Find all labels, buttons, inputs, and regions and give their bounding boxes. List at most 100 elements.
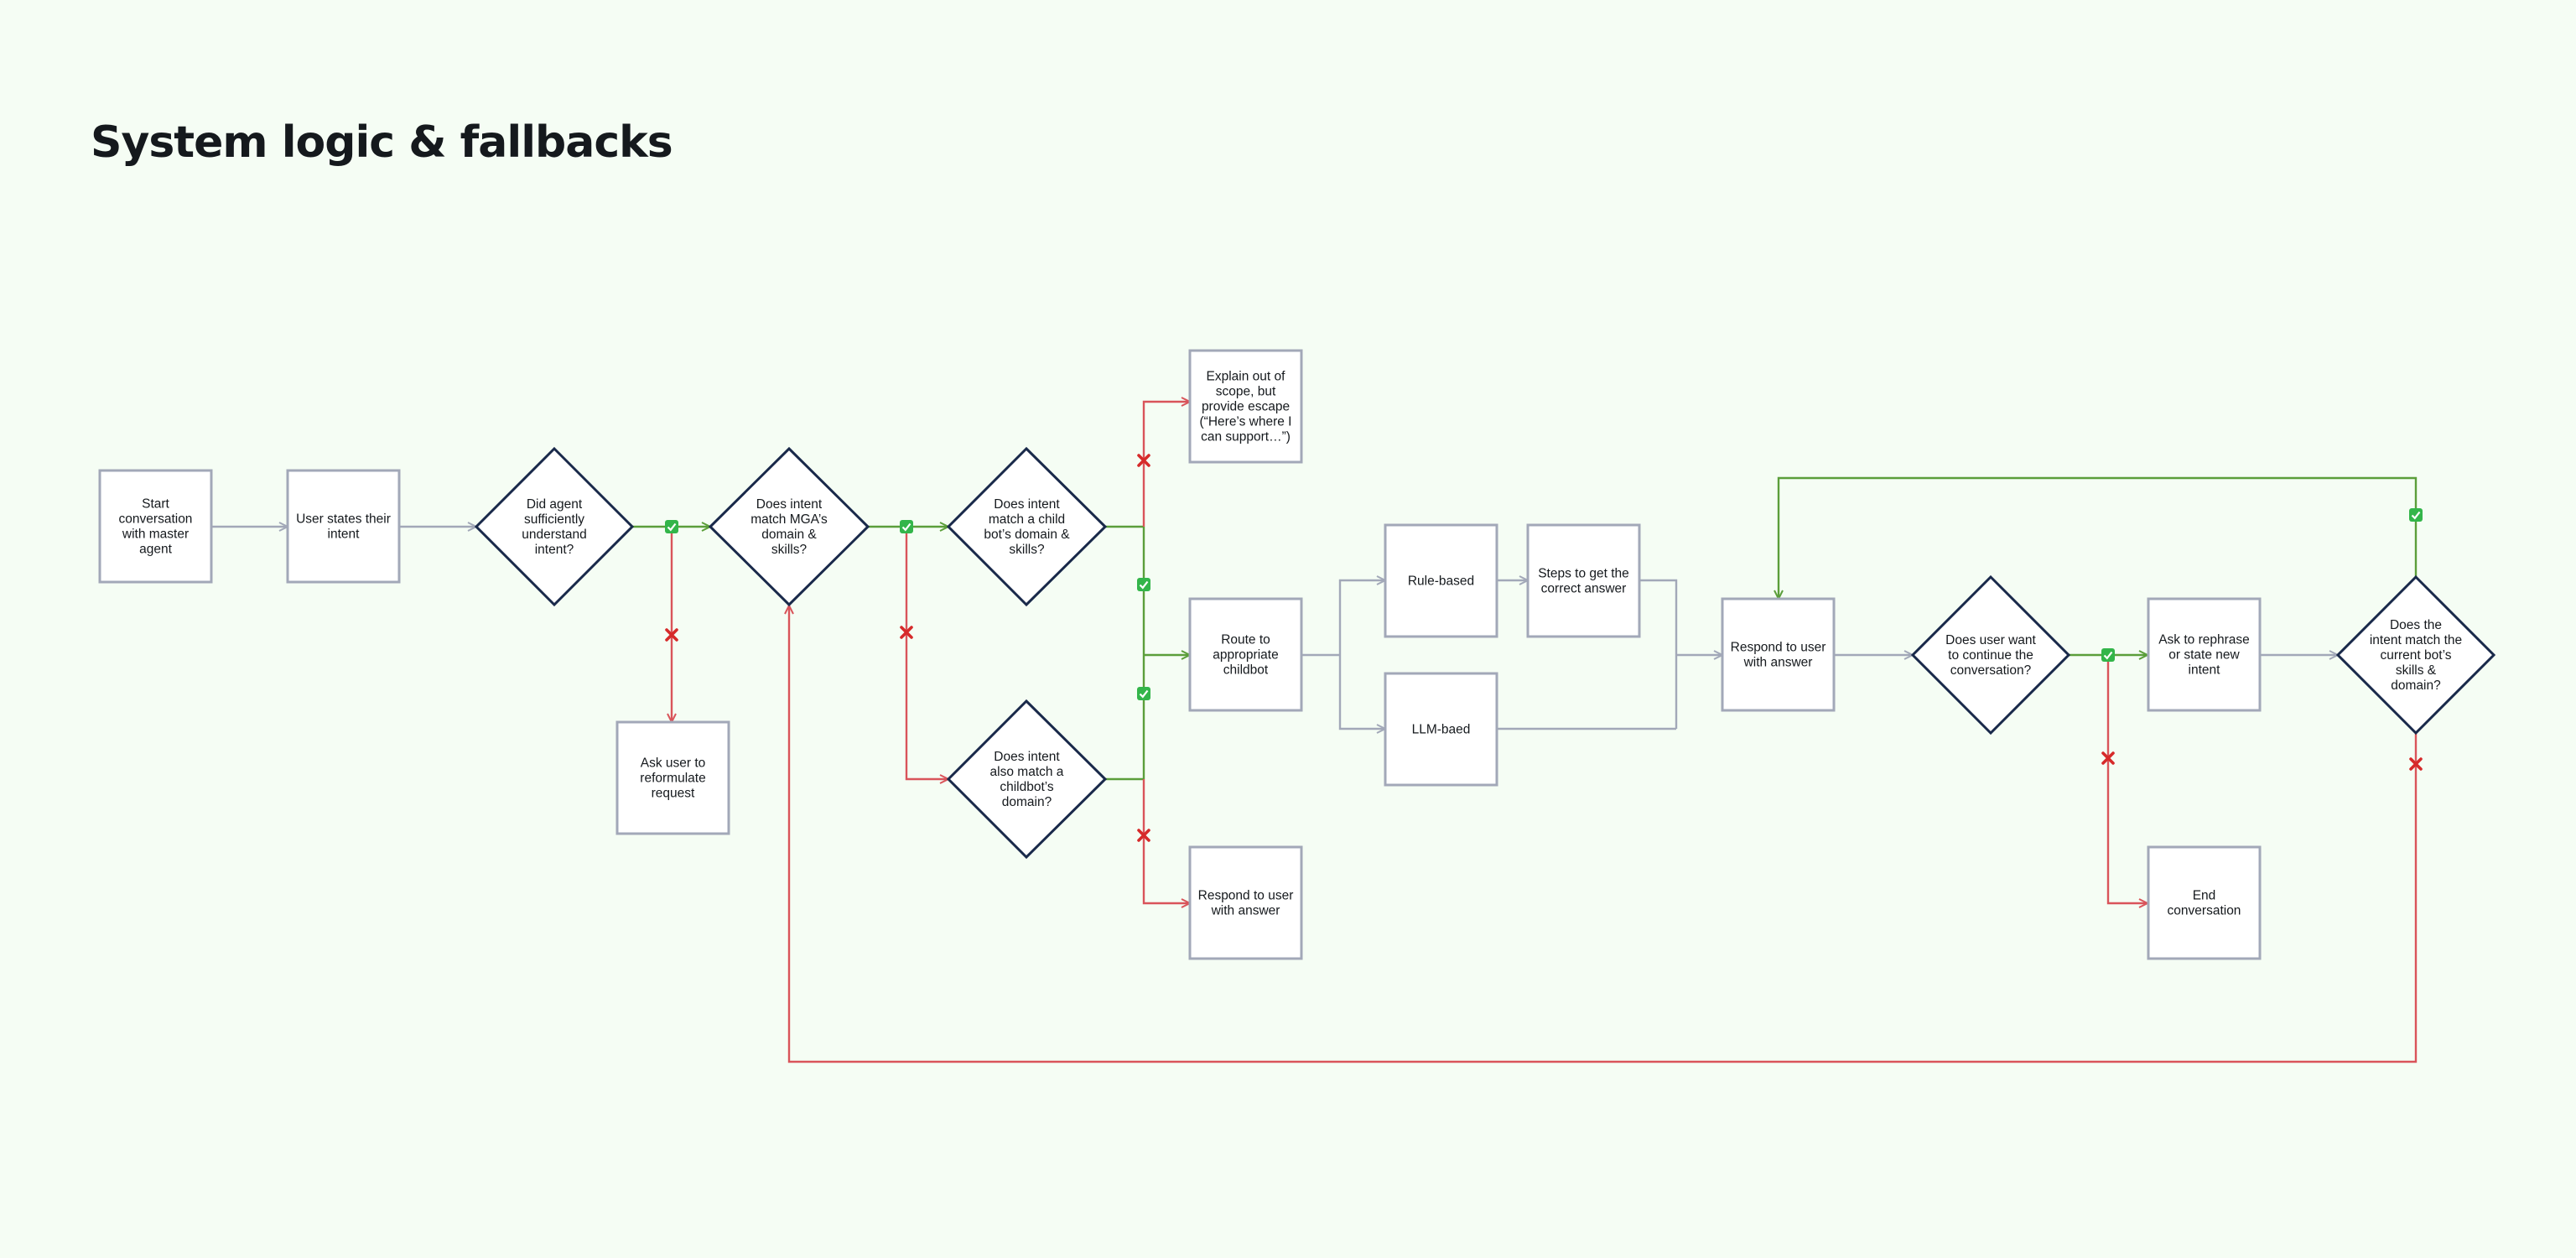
- edge-match-mga-no: [905, 527, 948, 779]
- node-label-line: Ask user to: [641, 756, 706, 771]
- check-badge-icon: [2101, 648, 2115, 662]
- edge-intent-no-loop: [789, 606, 2418, 1063]
- node-label-line: Does intent: [756, 497, 823, 512]
- node-label-line: reformulate: [640, 772, 705, 786]
- edge-no-child-to-explain: [1142, 402, 1190, 527]
- node-label-line: Does intent: [994, 750, 1060, 764]
- node-label-line: conversation: [2168, 904, 2241, 918]
- node-label-line: Respond to user: [1731, 641, 1826, 655]
- also-match-diamond: [946, 699, 1108, 860]
- node-label-line: with answer: [1211, 904, 1280, 918]
- match-child-diamond: [946, 446, 1108, 607]
- node-label-line: request: [652, 787, 695, 801]
- node-label-line: Respond to user: [1198, 889, 1294, 903]
- node-label-line: Ask to rephrase: [2158, 633, 2250, 647]
- node-label-line: Rule-based: [1408, 574, 1474, 589]
- continue-diamond: [1910, 574, 2071, 736]
- node-label-line: skills?: [771, 543, 808, 557]
- ask-reformulate-box: [615, 720, 730, 835]
- match-mga-diamond: [708, 446, 870, 607]
- route-box: [1188, 597, 1303, 712]
- node-label-line: Route to: [1221, 633, 1270, 647]
- node-label-line: End: [2193, 889, 2216, 903]
- node-label-line: understand: [522, 528, 587, 542]
- respond-main-box: [1721, 597, 1836, 712]
- cross-mark-icon: [665, 628, 678, 642]
- node-label-line: bot’s domain &: [984, 528, 1070, 542]
- intent-current-diamond: [2335, 574, 2496, 736]
- node-label-line: skills?: [1009, 543, 1045, 557]
- rule-based-text: Rule-based: [1408, 574, 1474, 589]
- node-label-line: match a child: [989, 512, 1065, 527]
- node-label-line: Does intent: [994, 497, 1060, 512]
- llm-based-text: LLM-baed: [1412, 723, 1471, 737]
- explain-scope-box: [1188, 349, 1303, 464]
- node-label-line: User states their: [296, 512, 391, 527]
- cross-mark-icon: [1137, 829, 1150, 842]
- node-label-line: current bot’s: [2380, 648, 2451, 663]
- node-label-line: match MGA’s: [750, 512, 828, 527]
- respond-left-box: [1188, 845, 1303, 960]
- node-label-line: provide escape: [1202, 400, 1290, 414]
- node-label-line: can support…”): [1201, 430, 1291, 444]
- node-label-line: also match a: [990, 765, 1064, 779]
- node-label-line: childbot: [1223, 663, 1269, 678]
- end-box: [2147, 845, 2262, 960]
- check-badge-icon: [1137, 687, 1150, 700]
- node-label-line: Start: [142, 497, 169, 512]
- yes-markers: [665, 508, 2423, 700]
- rephrase-box: [2147, 597, 2262, 712]
- edge-route-to-llm: [1338, 655, 1385, 729]
- check-badge-icon: [2409, 508, 2423, 522]
- no-markers: [665, 454, 2423, 842]
- edge-continue-no: [2106, 655, 2148, 903]
- node-label-line: domain &: [761, 528, 817, 542]
- node-label-line: Explain out of: [1207, 370, 1286, 384]
- node-label-line: or state new: [2168, 648, 2240, 663]
- start-box: [98, 469, 213, 584]
- cross-mark-icon: [900, 626, 913, 639]
- edge-intent-yes-loop: [1779, 476, 2418, 599]
- node-label-line: sufficiently: [524, 512, 584, 527]
- node-label-line: intent?: [535, 543, 574, 557]
- node-label-line: to continue the: [1948, 648, 2033, 663]
- node-label-line: appropriate: [1213, 648, 1278, 663]
- node-label-line: Did agent: [527, 497, 583, 512]
- node-label-line: childbot’s: [1000, 780, 1054, 794]
- node-label-line: skills &: [2396, 663, 2437, 678]
- node-label-line: with master: [122, 528, 189, 542]
- llm-based-box: [1384, 672, 1498, 787]
- edge-route-to-rule: [1338, 580, 1385, 655]
- node-label-line: conversation: [119, 512, 193, 527]
- node-label-line: intent: [2189, 663, 2221, 678]
- node-label-line: intent match the: [2370, 633, 2462, 647]
- check-badge-icon: [900, 520, 913, 533]
- page-title: System logic & fallbacks: [91, 117, 673, 168]
- node-label-line: with answer: [1743, 656, 1813, 670]
- steps-box: [1526, 523, 1641, 638]
- user-states-box: [286, 469, 401, 584]
- node-label-line: domain?: [2391, 678, 2441, 693]
- node-label-line: intent: [328, 528, 361, 542]
- node-label-line: conversation?: [1950, 663, 2032, 678]
- node-label-line: LLM-baed: [1412, 723, 1471, 737]
- node-label-line: agent: [139, 543, 172, 557]
- edge-steps-to-respond: [1640, 579, 1678, 729]
